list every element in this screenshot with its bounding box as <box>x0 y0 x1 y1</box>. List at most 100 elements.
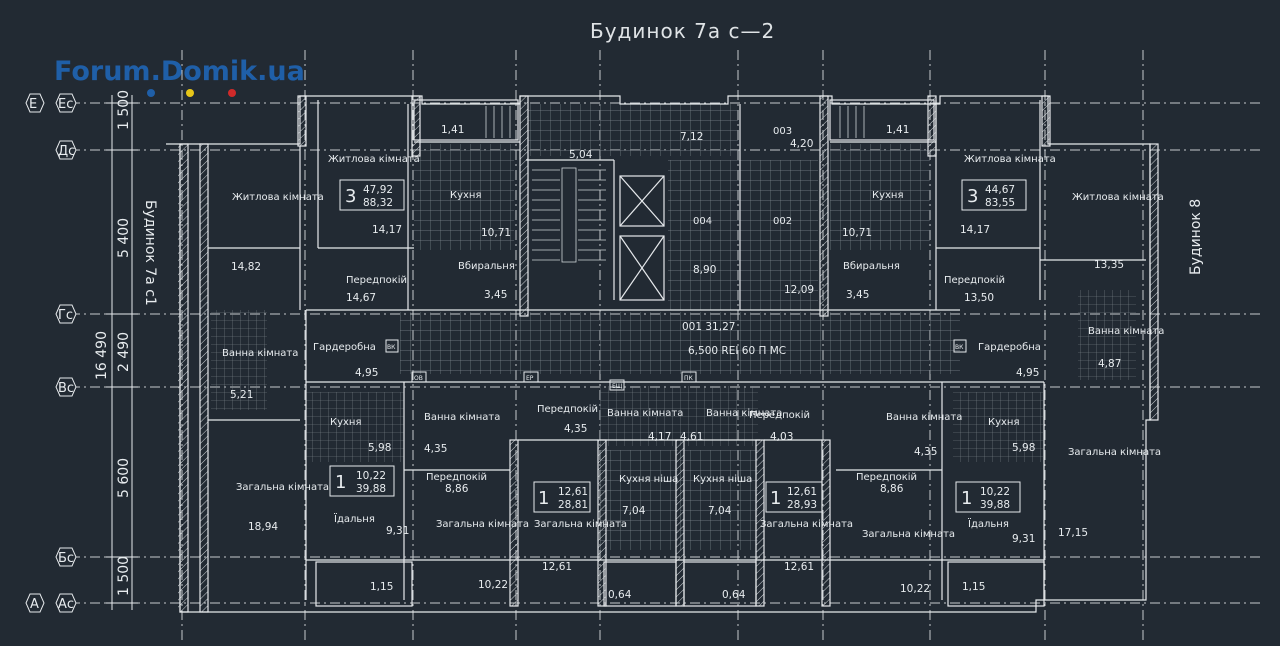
room-area: 12,09 <box>784 284 814 296</box>
service-mark-box <box>411 371 427 383</box>
service-mark: ВК <box>955 344 964 351</box>
room-label: Передпокій <box>749 409 810 421</box>
apartment-area: 10,22 <box>980 486 1010 498</box>
room-area: 4,17 <box>648 431 671 443</box>
room-label: Загальна кімната <box>436 518 529 530</box>
dim-1: 1 500 <box>116 90 132 130</box>
room-area: 5,04 <box>569 149 593 161</box>
room-label: 004 <box>693 216 712 227</box>
service-mark-box <box>385 339 399 353</box>
apartment-area: 12,61 <box>558 486 588 498</box>
drawing-title: Будинок 7а с—2 <box>590 19 775 43</box>
apartment-rooms: 3 <box>967 186 978 207</box>
room-area: 4,87 <box>1098 358 1121 370</box>
room-label: Кухня <box>872 190 904 201</box>
room-label: Ванна кімната <box>424 411 500 423</box>
room-area: 12,61 <box>542 561 572 573</box>
dim-total: 16 490 <box>94 331 110 380</box>
axis-label-dc: Дс <box>58 144 75 159</box>
room-area: 9,31 <box>386 525 409 537</box>
service-mark-box <box>609 379 625 391</box>
room-area: 13,50 <box>964 292 994 304</box>
dim-3: 2 490 <box>116 332 132 372</box>
room-area: 5,98 <box>1012 442 1035 454</box>
room-label: Кухня ніша <box>693 473 752 485</box>
room-label: Передпокій <box>346 274 407 286</box>
watermark: Forum.Domik.ua <box>54 56 305 87</box>
apartment-tag <box>955 481 1021 513</box>
apartment-rooms: 1 <box>961 488 972 509</box>
room-label: Вбиральня <box>843 261 900 272</box>
room-area: 17,15 <box>1058 527 1088 539</box>
room-area: 3,45 <box>484 289 507 301</box>
room-label: Кухня <box>330 417 362 428</box>
apartment-total: 83,55 <box>985 197 1015 209</box>
apartment-area: 10,22 <box>356 470 386 482</box>
side-label-right: Будинок 8 <box>1188 199 1204 275</box>
service-mark: ЕР <box>526 375 534 382</box>
axis-label-gc: Гс <box>58 308 73 323</box>
room-label: 002 <box>773 216 792 227</box>
room-label: Ванна кімната <box>607 407 683 419</box>
service-mark: ВК <box>387 344 396 351</box>
room-area: 10,22 <box>478 579 508 591</box>
room-label: Ванна кімната <box>706 407 782 419</box>
room-label: Вбиральня <box>458 261 515 272</box>
apartment-rooms: 1 <box>538 488 549 509</box>
room-label: Загальна кімната <box>534 518 627 530</box>
room-area: 7,12 <box>680 131 703 143</box>
room-label: Житлова кімната <box>964 153 1056 165</box>
room-label: Загальна кімната <box>862 528 955 540</box>
room-label: Їдальня <box>334 512 375 525</box>
axis-label-a: А <box>30 597 39 612</box>
apartment-rooms: 3 <box>345 186 356 207</box>
room-label: Ванна кімната <box>222 347 298 359</box>
axis-label-bc: Бс <box>58 551 74 566</box>
room-label: Передпокій <box>537 403 598 415</box>
balcony-area: 0,64 <box>608 589 632 601</box>
apartment-tag <box>961 179 1027 211</box>
apartment-tag <box>339 179 405 211</box>
balcony-area: 1,41 <box>886 124 909 136</box>
room-label: Ванна кімната <box>886 411 962 423</box>
room-area: 12,61 <box>784 561 814 573</box>
apartment-area: 47,92 <box>363 184 393 196</box>
balcony-area: 1,41 <box>441 124 464 136</box>
room-label: Передпокій <box>856 471 917 483</box>
axis-label-ec: Ес <box>58 97 73 112</box>
room-area: 4,20 <box>790 138 813 150</box>
room-area: 4,61 <box>680 431 703 443</box>
room-label: Передпокій <box>426 471 487 483</box>
room-area: 10,71 <box>842 227 872 239</box>
axis-label-e: Е <box>29 97 37 112</box>
walls <box>166 95 1159 613</box>
room-label: 003 <box>773 126 792 137</box>
room-area: 4,03 <box>770 431 793 443</box>
room-area: 4,35 <box>914 446 937 458</box>
balcony-area: 1,15 <box>962 581 985 593</box>
room-label: Загальна кімната <box>236 481 329 493</box>
dim-2: 5 400 <box>116 218 132 258</box>
corridor-label: 001 31,27 <box>682 321 735 333</box>
watermark-dot-blue <box>147 89 155 97</box>
room-area: 14,82 <box>231 261 261 273</box>
stair-flight <box>485 106 865 263</box>
apartment-total: 28,93 <box>787 499 817 511</box>
room-label: Передпокій <box>944 274 1005 286</box>
apartment-rooms: 1 <box>335 472 346 493</box>
room-area: 7,04 <box>622 505 646 517</box>
watermark-dot-red <box>228 89 236 97</box>
axis-label-vc: Вс <box>58 381 74 396</box>
room-area: 4,95 <box>355 367 378 379</box>
service-mark-box <box>953 339 967 353</box>
balcony-area: 1,15 <box>370 581 393 593</box>
room-area: 3,45 <box>846 289 869 301</box>
room-label: Житлова кімната <box>328 153 420 165</box>
apartment-total: 39,88 <box>980 499 1010 511</box>
tiled-areas <box>211 104 1136 550</box>
room-area: 10,22 <box>900 583 930 595</box>
room-area: 14,67 <box>346 292 376 304</box>
room-area: 4,95 <box>1016 367 1039 379</box>
room-label: Кухня <box>450 190 482 201</box>
